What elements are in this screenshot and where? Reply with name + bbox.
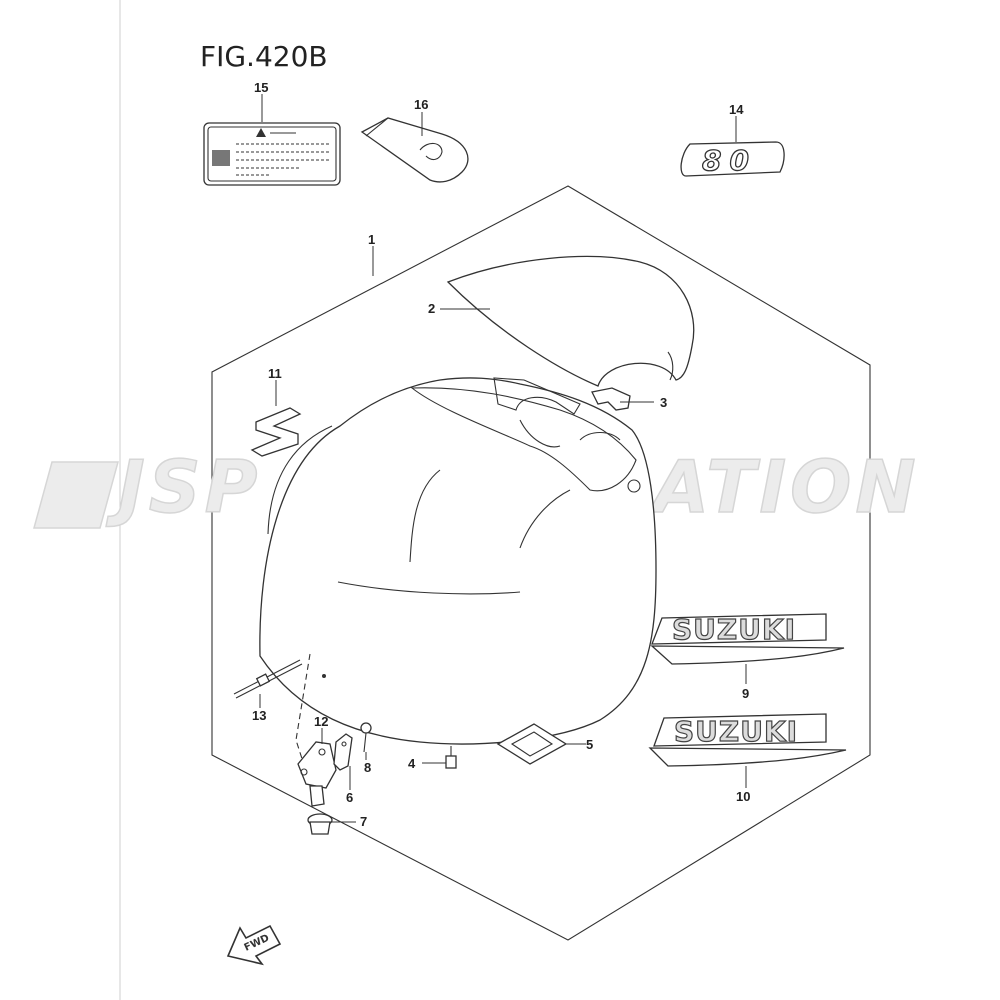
leader-lines (259, 94, 747, 823)
part-label-11: 11 (268, 366, 282, 381)
book-icon (212, 150, 230, 166)
part-6-lever (333, 733, 353, 771)
part-label-9: 9 (742, 686, 749, 701)
part-label-2: 2 (428, 301, 435, 316)
model-number-text: 80 (702, 144, 757, 177)
fwd-direction-arrow: FWD (226, 924, 282, 966)
part-label-12: 12 (314, 714, 328, 729)
brand-decal-bottom-text: SUZUKI (674, 715, 798, 748)
part-15-caution-label (203, 122, 341, 186)
watermark-logo-mark (33, 461, 119, 529)
part-10-brand-decal: SUZUKI (648, 713, 847, 767)
part-3-clip (591, 387, 631, 411)
part-label-8: 8 (364, 760, 371, 775)
part-12-latch (297, 741, 337, 807)
part-4-screw (445, 746, 457, 769)
part-label-16: 16 (414, 97, 428, 112)
assembly-boundary (211, 185, 871, 941)
part-label-1: 1 (368, 232, 375, 247)
part-number-labels: 15 16 14 1 2 3 11 13 12 8 6 7 4 5 9 10 (252, 80, 750, 829)
part-1-engine-cover (259, 377, 657, 791)
part-13-pin (233, 659, 303, 699)
part-label-10: 10 (736, 789, 750, 804)
brand-decal-top-text: SUZUKI (672, 613, 796, 646)
part-16-cover-bag (360, 117, 469, 183)
part-11-s-emblem (250, 407, 302, 457)
part-label-13: 13 (252, 708, 266, 723)
warning-icon (256, 128, 266, 137)
part-label-5: 5 (586, 737, 593, 752)
part-14-model-decal: 80 (680, 141, 785, 178)
part-label-4: 4 (408, 756, 416, 771)
part-9-brand-decal: SUZUKI (650, 612, 845, 665)
part-label-7: 7 (360, 814, 367, 829)
part-label-15: 15 (254, 80, 268, 95)
part-label-6: 6 (346, 790, 353, 805)
part-7-grommet (307, 813, 333, 835)
part-label-14: 14 (729, 102, 744, 117)
figure-title: FIG.420B (200, 40, 328, 73)
part-label-3: 3 (660, 395, 667, 410)
part-2-top-panel (446, 255, 695, 387)
part-8-bolt (360, 722, 372, 753)
fwd-arrow-icon (226, 924, 282, 966)
